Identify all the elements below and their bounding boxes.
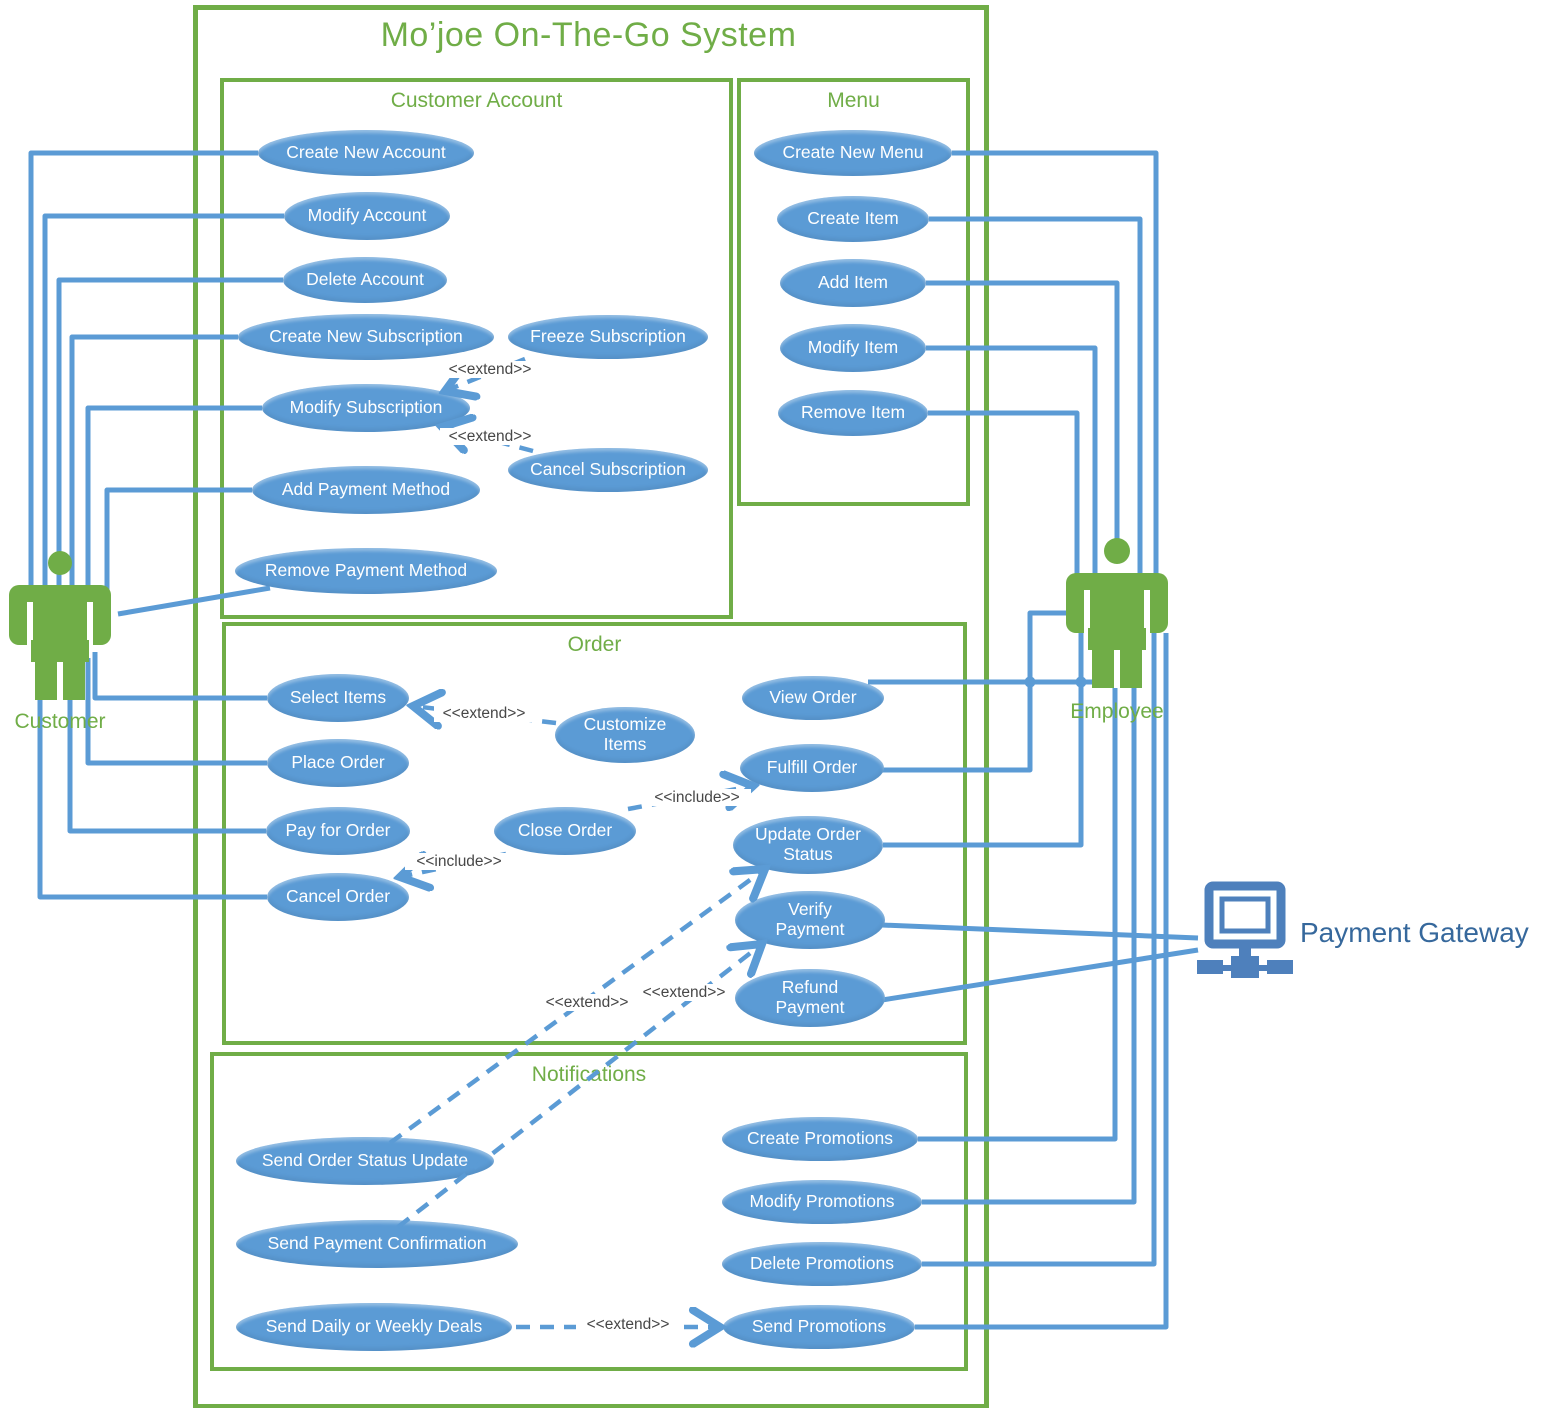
use-case-place-order: Place Order — [267, 739, 409, 787]
use-case-verify-payment: Verify Payment — [735, 891, 885, 949]
use-case-refund-payment: Refund Payment — [735, 969, 885, 1027]
use-case-select-items: Select Items — [267, 674, 409, 722]
use-case-delete-account: Delete Account — [283, 257, 447, 303]
use-case-fulfill-order: Fulfill Order — [740, 744, 884, 792]
use-case-customize-items: Customize Items — [555, 707, 695, 763]
person-icon — [9, 551, 111, 700]
package-label-order: Order — [567, 633, 622, 656]
person-icon — [1066, 538, 1168, 688]
extend-label-deals-promotions: <<extend>> — [576, 1316, 680, 1334]
use-case-send-promotions: Send Promotions — [723, 1305, 915, 1349]
use-case-send-payment-confirmation: Send Payment Confirmation — [236, 1220, 518, 1268]
use-case-view-order: View Order — [742, 676, 884, 720]
use-case-freeze-subscription: Freeze Subscription — [508, 315, 708, 359]
actor-label-payment-gateway: Payment Gateway — [1300, 917, 1529, 948]
use-case-modify-subscription: Modify Subscription — [262, 384, 470, 432]
include-label-close-fulfill: <<include>> — [643, 789, 751, 807]
use-case-cancel-subscription: Cancel Subscription — [508, 448, 708, 492]
actor-label-employee: Employee — [1070, 700, 1164, 723]
package-label-notifications: Notifications — [531, 1063, 647, 1086]
use-case-create-new-menu: Create New Menu — [754, 130, 952, 176]
use-case-add-payment-method: Add Payment Method — [252, 466, 480, 514]
actor-employee — [1056, 528, 1178, 694]
use-case-add-item: Add Item — [780, 259, 926, 307]
use-case-close-order: Close Order — [494, 807, 636, 855]
use-case-create-new-account: Create New Account — [258, 130, 474, 176]
extend-label-cancel-modify: <<extend>> — [440, 428, 540, 446]
use-case-pay-for-order: Pay for Order — [266, 807, 410, 855]
use-case-create-item: Create Item — [777, 196, 929, 242]
use-case-create-promotions: Create Promotions — [722, 1117, 918, 1161]
use-case-modify-item: Modify Item — [780, 324, 926, 372]
extend-label-customize-select: <<extend>> — [434, 705, 534, 723]
include-label-close-cancel: <<include>> — [405, 853, 513, 871]
system-title: Mo’joe On-The-Go System — [380, 16, 797, 54]
actor-label-customer: Customer — [14, 710, 106, 733]
package-label-customer-account: Customer Account — [390, 89, 563, 112]
use-case-send-order-status-update: Send Order Status Update — [236, 1137, 494, 1185]
use-case-modify-account: Modify Account — [284, 192, 450, 240]
use-case-modify-promotions: Modify Promotions — [722, 1180, 922, 1224]
extend-label-payment-confirmation: <<extend>> — [633, 984, 735, 1002]
extend-label-status-update: <<extend>> — [536, 994, 638, 1012]
package-label-menu: Menu — [827, 89, 880, 112]
actor-customer — [0, 540, 121, 706]
use-case-update-order-status: Update Order Status — [733, 816, 883, 874]
extend-label-freeze-modify: <<extend>> — [440, 361, 540, 379]
actor-payment-gateway — [1195, 880, 1295, 985]
use-case-delete-promotions: Delete Promotions — [722, 1242, 922, 1286]
use-case-send-daily-or-weekly-deals: Send Daily or Weekly Deals — [236, 1303, 512, 1351]
use-case-remove-payment-method: Remove Payment Method — [235, 548, 497, 594]
computer-icon — [1197, 881, 1293, 978]
use-case-create-new-subscription: Create New Subscription — [238, 314, 494, 360]
use-case-cancel-order: Cancel Order — [267, 873, 409, 921]
use-case-remove-item: Remove Item — [778, 390, 928, 436]
